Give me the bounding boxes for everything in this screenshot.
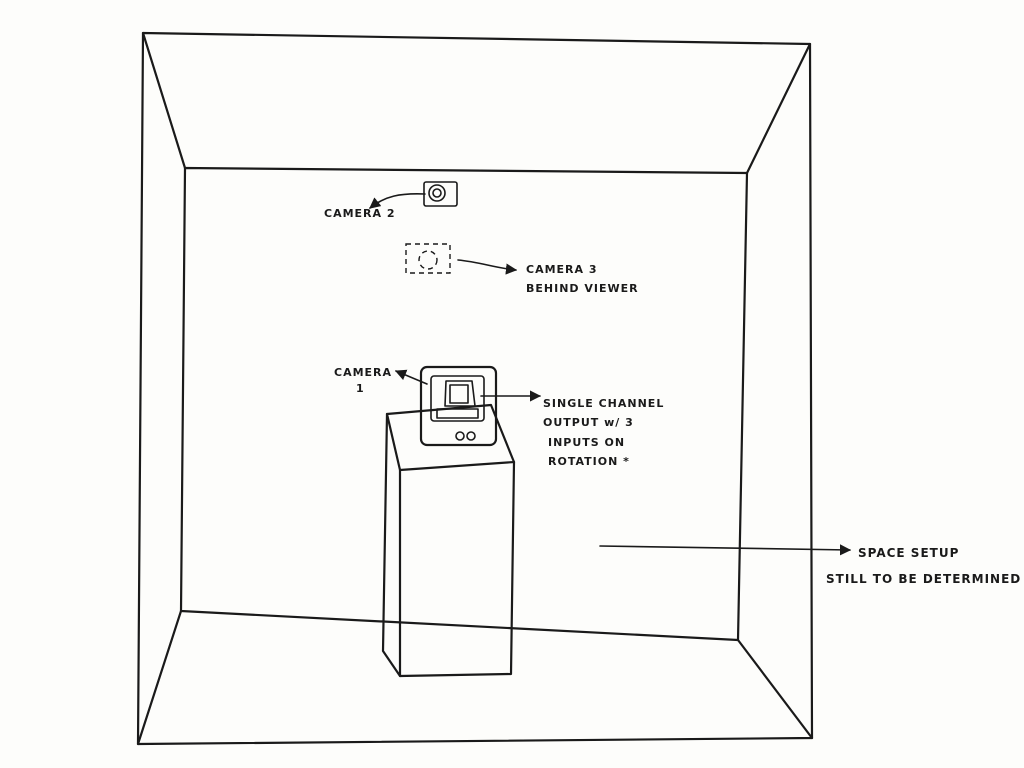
output-label-line2: OUTPUT w/ 3: [543, 416, 634, 429]
dashed-camera-icon: [405, 243, 451, 274]
room-outer-frame: [136, 31, 814, 746]
space-setup-label-line2: STILL TO BE DETERMINED: [826, 572, 1022, 586]
camera1-label-line2: 1: [356, 382, 365, 395]
output-label-line1: SINGLE CHANNEL: [543, 397, 665, 410]
camera2-label: CAMERA 2: [324, 207, 396, 220]
camera2-arrow: [369, 193, 426, 209]
output-label-line3: INPUTS ON: [548, 436, 626, 449]
room-edge-bottom-right: [736, 638, 814, 740]
camera-icon: [423, 181, 458, 207]
space-setup-label-line1: SPACE SETUP: [858, 546, 960, 560]
room-edge-top-right: [745, 42, 812, 175]
camera1-arrow: [394, 369, 428, 385]
camera1-label-line1: CAMERA: [334, 366, 393, 379]
monitor-icon: [419, 365, 498, 447]
camera3-label-line1: CAMERA 3: [526, 263, 598, 276]
plinth-icon: [381, 403, 516, 678]
room-edge-top-left: [141, 31, 187, 170]
room-edge-bottom-left: [136, 609, 183, 746]
camera3-arrow: [457, 259, 518, 275]
camera3-label-line2: BEHIND VIEWER: [526, 282, 639, 295]
output-label-line4: ROTATION *: [548, 455, 630, 468]
space-setup-arrow: [599, 544, 852, 556]
